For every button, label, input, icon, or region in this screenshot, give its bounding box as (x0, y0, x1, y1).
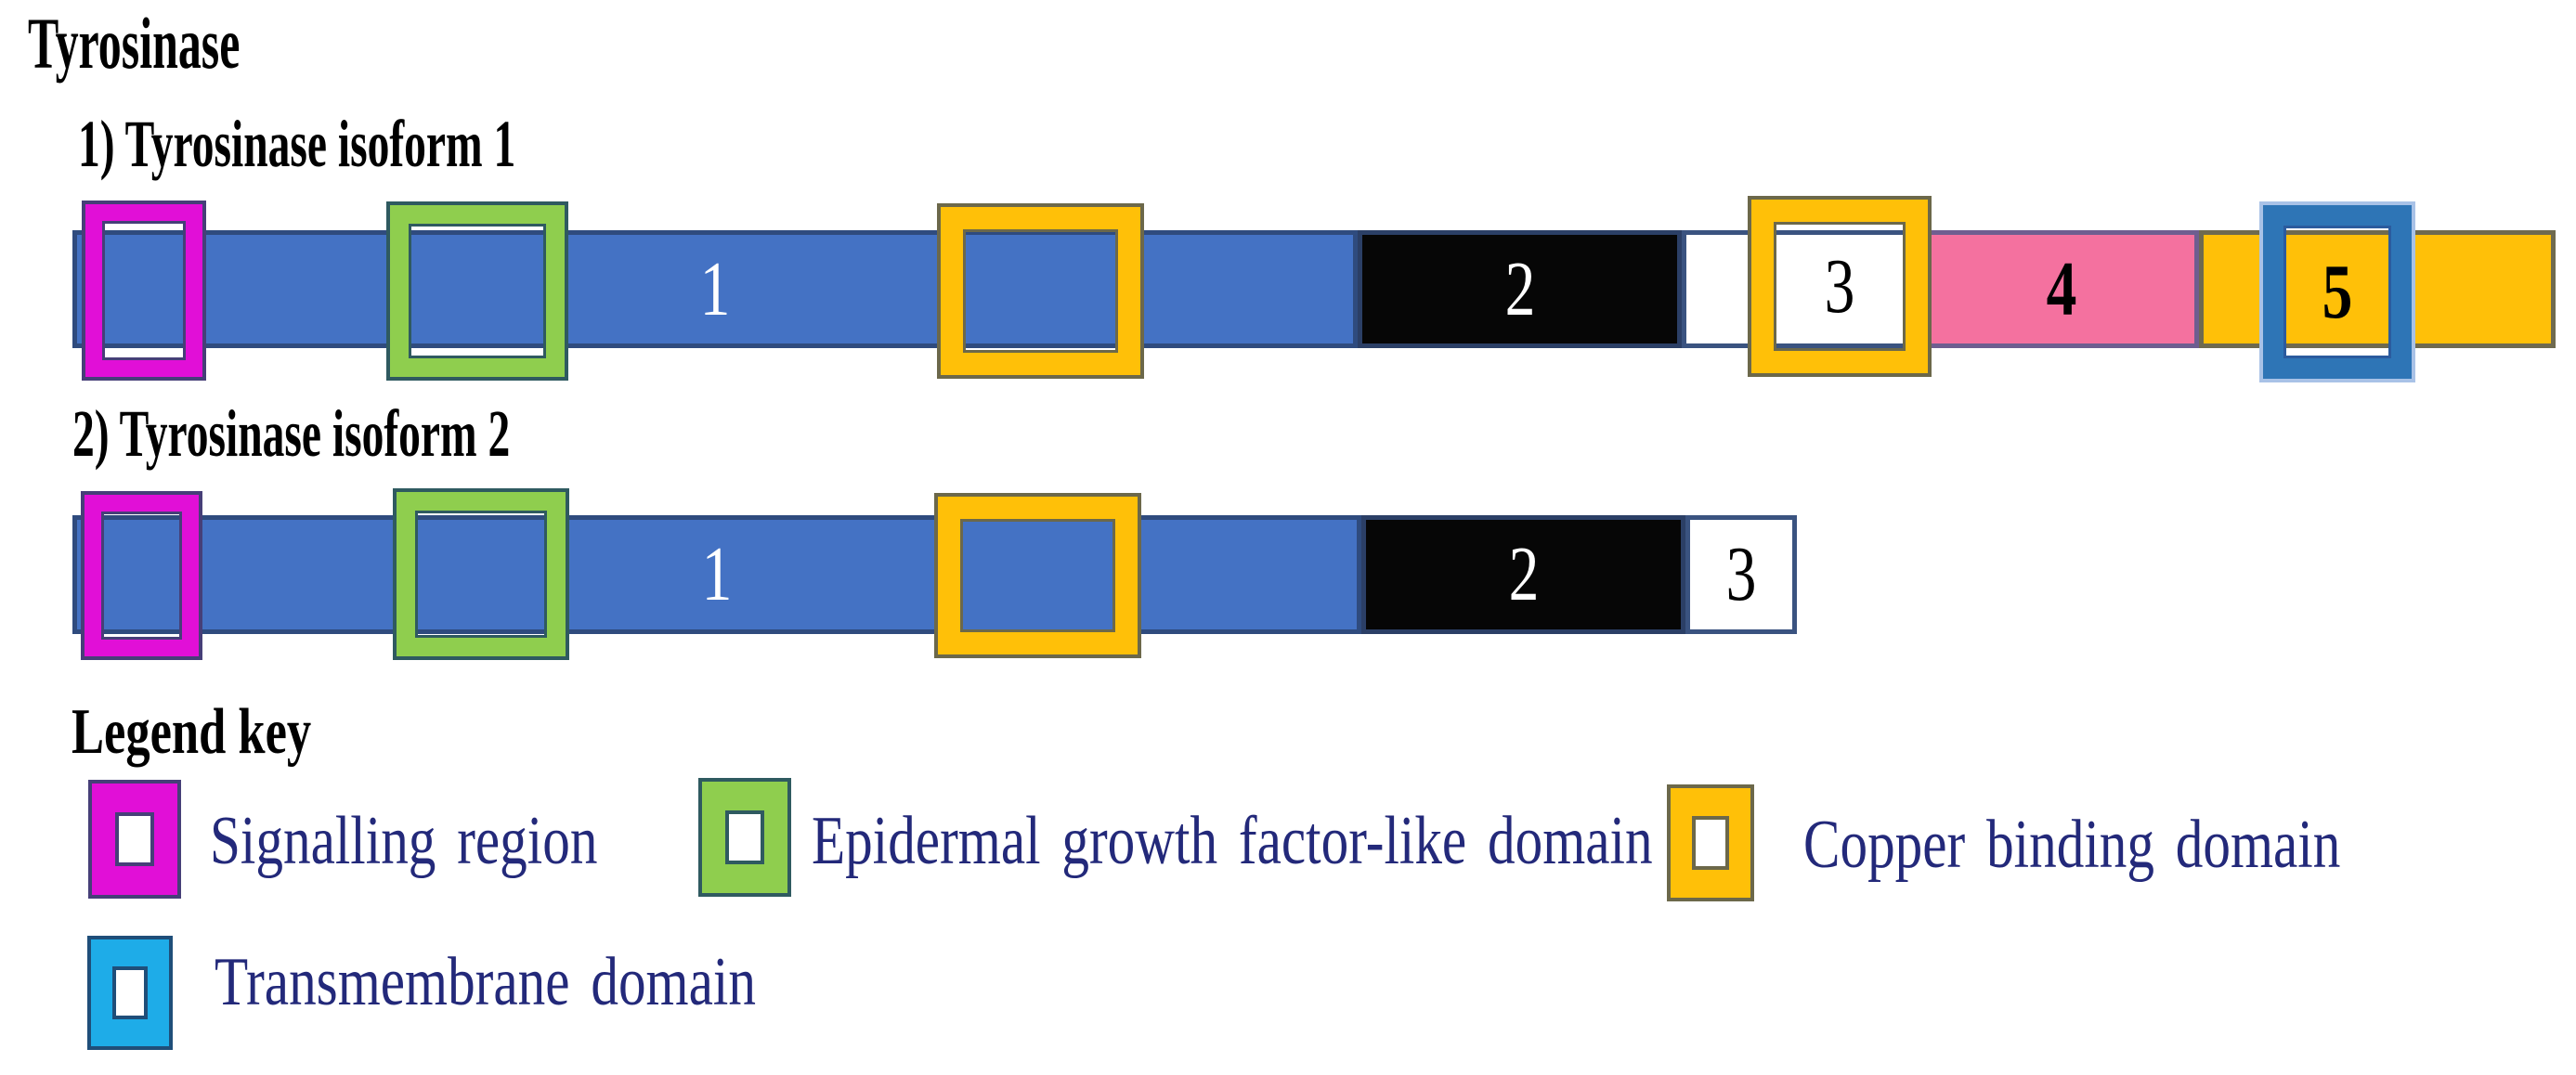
legend-swatch-copper (1667, 784, 1754, 901)
isoform-1-region-4-label: 4 (2046, 245, 2076, 332)
isoform-1-segment-gold (2199, 230, 2556, 348)
isoform-1-region-1-label: 1 (699, 245, 731, 332)
isoform-1-segment-white (1682, 230, 1923, 348)
isoform-2-region-2-label: 2 (1508, 531, 1539, 617)
isoform-1-heading: 1) Tyrosinase isoform 1 (78, 107, 516, 181)
isoform-1-transmembrane-domain-box: 5 (2263, 205, 2412, 379)
isoform-2-region-1-label: 1 (701, 531, 733, 617)
figure-title: Tyrosinase (28, 3, 241, 84)
isoform-1-egf-domain-box (390, 205, 565, 377)
isoform-2-egf-domain-box (397, 492, 566, 656)
isoform-2-copper-domain-box (938, 497, 1138, 654)
legend-swatch-egf-hole (724, 809, 765, 865)
legend-swatch-copper-hole (1692, 816, 1729, 870)
isoform-2-region-3-label: 3 (1725, 531, 1757, 617)
legend-label-signalling: Signalling region (210, 802, 598, 879)
isoform-1-copper-domain-box: 3 (1751, 200, 1928, 373)
legend-heading: Legend key (72, 696, 312, 768)
isoform-1-region-5-label: 5 (2322, 248, 2353, 335)
isoform-2-segment-1: 1 (72, 515, 1361, 634)
isoform-1-segment-2: 2 (1358, 230, 1682, 348)
legend-swatch-signalling-hole (114, 811, 155, 867)
legend-swatch-transmembrane (87, 936, 173, 1050)
legend-swatch-signalling (88, 780, 181, 899)
isoform-1-region-3-label: 3 (1824, 242, 1855, 330)
legend-label-egf: Epidermal growth factor-like domain (812, 802, 1653, 879)
legend-label-copper: Copper binding domain (1803, 806, 2341, 883)
isoform-1-copper-domain-box (941, 207, 1140, 375)
isoform-1-segment-1: 1 (72, 230, 1358, 348)
legend-swatch-transmembrane-hole (111, 966, 149, 1019)
legend-swatch-egf (698, 778, 791, 897)
legend-label-transmembrane: Transmembrane domain (215, 943, 756, 1020)
isoform-2-segment-3: 3 (1685, 515, 1797, 634)
isoform-1-segment-4: 4 (1923, 230, 2199, 348)
isoform-2-heading: 2) Tyrosinase isoform 2 (72, 396, 511, 471)
isoform-1-signalling-domain-box (85, 204, 202, 377)
isoform-2-segment-2: 2 (1361, 515, 1685, 634)
isoform-2-signalling-domain-box (85, 495, 199, 656)
isoform-1-region-2-label: 2 (1504, 245, 1535, 332)
